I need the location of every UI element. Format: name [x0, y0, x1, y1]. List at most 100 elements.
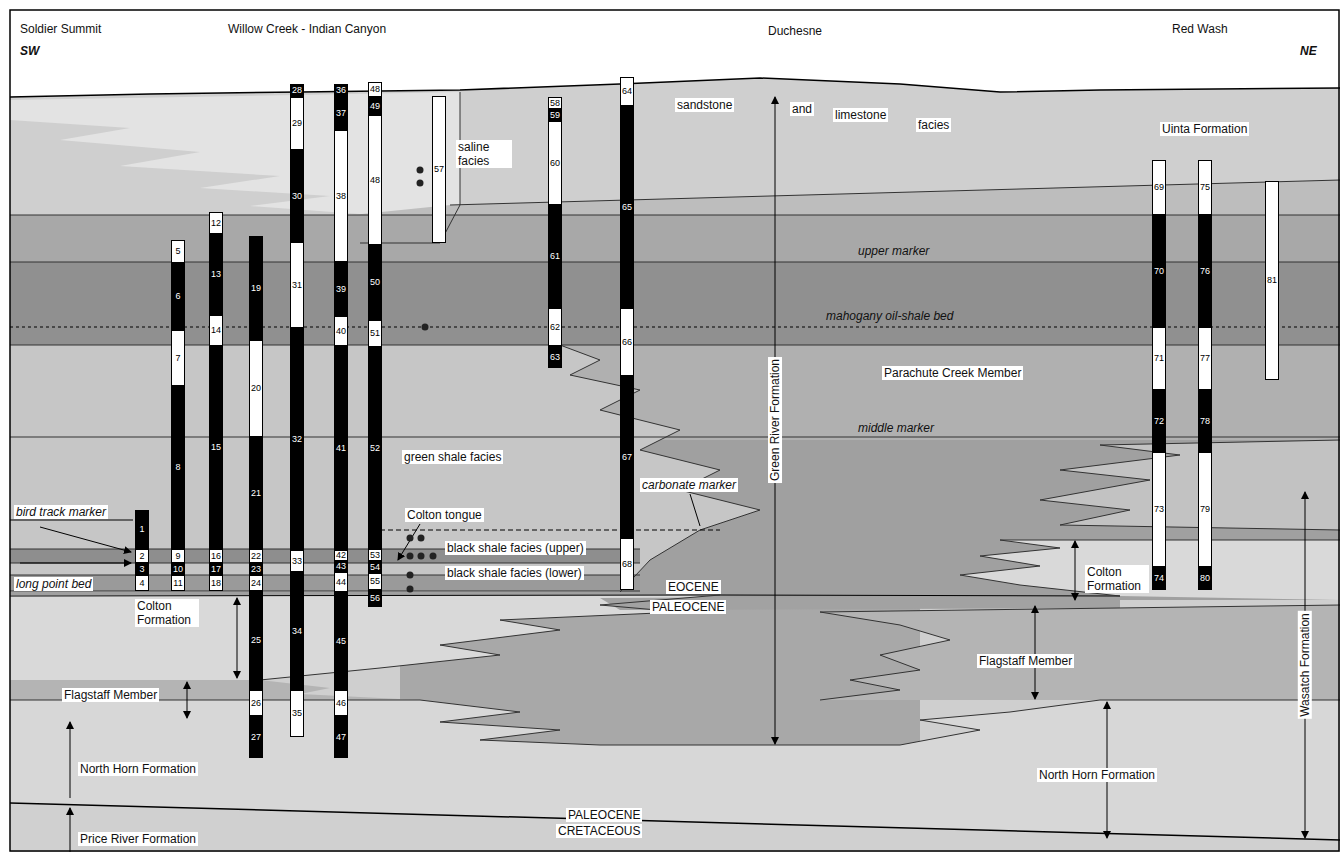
sample-number: 2 — [139, 552, 144, 561]
core-segment: 4 — [135, 575, 149, 591]
core-segment: 48 — [368, 82, 382, 97]
member-label: Parachute Creek Member — [882, 366, 1023, 380]
sample-dots — [417, 167, 424, 174]
core-segment: 32 — [290, 328, 304, 550]
core-segment: 1 — [135, 510, 149, 549]
sample-number: 28 — [292, 86, 302, 95]
sample-number: 71 — [1154, 354, 1164, 363]
sample-number: 80 — [1200, 574, 1210, 583]
core-segment: 2 — [135, 549, 149, 563]
core-segment: 14 — [209, 315, 223, 346]
core-segment: 27 — [249, 716, 263, 758]
sample-number: 81 — [1267, 276, 1277, 285]
contact-lines — [10, 563, 640, 564]
sample-number: 47 — [336, 733, 346, 742]
sample-number: 33 — [292, 557, 302, 566]
sample-number: 11 — [173, 579, 182, 588]
sample-dots — [417, 180, 424, 187]
facies-label: green shale facies — [402, 450, 503, 464]
core-segment: 55 — [368, 573, 382, 590]
marker-label: middle marker — [858, 421, 934, 435]
core-segment: 70 — [1152, 215, 1166, 327]
sample-number: 66 — [622, 338, 632, 347]
core-segment: 40 — [334, 316, 348, 346]
sample-dots — [430, 553, 437, 560]
sample-number: 58 — [550, 99, 560, 108]
sample-number: 48 — [370, 176, 380, 185]
core-segment: 3 — [135, 563, 149, 575]
formation-label: North Horn Formation — [78, 762, 198, 776]
marker-label: mahogany oil-shale bed — [826, 309, 953, 323]
sample-number: 69 — [1154, 183, 1164, 192]
core-segment: 50 — [368, 245, 382, 320]
range-arrows — [20, 97, 1305, 852]
sample-number: 4 — [139, 579, 144, 588]
contact-lines — [820, 605, 1340, 612]
epoch-label: CRETACEOUS — [556, 824, 642, 838]
member-label: Flagstaff Member — [977, 654, 1074, 668]
marker-label: carbonate marker — [640, 478, 738, 492]
sample-number: 3 — [139, 565, 144, 574]
core-segment: 68 — [620, 538, 634, 590]
core-segment: 74 — [1152, 567, 1166, 590]
place-name: Duchesne — [768, 24, 822, 38]
core-segment: 78 — [1198, 390, 1212, 452]
sample-number: 22 — [251, 552, 261, 561]
contact-lines — [10, 78, 1340, 840]
core-segment: 81 — [1265, 181, 1279, 380]
sample-number: 35 — [292, 709, 302, 718]
contact-lines — [10, 591, 640, 592]
core-segment: 43 — [334, 561, 348, 572]
core-segment: 47 — [334, 716, 348, 758]
facies-label: limestone — [833, 108, 888, 122]
range-arrows — [187, 682, 188, 718]
rock-bands — [10, 78, 1340, 852]
contact-lines — [10, 78, 1340, 97]
core-segment: 21 — [249, 437, 263, 549]
core-segment: 73 — [1152, 452, 1166, 567]
core-segment: 48 — [368, 115, 382, 245]
core-segment: 63 — [548, 346, 562, 368]
sample-number: 56 — [370, 594, 380, 603]
facies-label: saline facies — [456, 140, 512, 168]
formation-label: Green River Formation — [768, 357, 782, 483]
core-segment: 60 — [548, 121, 562, 205]
sample-dots — [407, 572, 414, 579]
sample-number: 57 — [434, 165, 444, 174]
sample-number: 78 — [1200, 417, 1210, 426]
range-arrows — [70, 722, 71, 798]
marker-label: bird track marker — [14, 505, 108, 519]
core-segment: 66 — [620, 308, 634, 376]
sample-number: 12 — [211, 219, 221, 228]
core-segment: 51 — [368, 320, 382, 347]
core-segment: 19 — [249, 236, 263, 340]
core-segment: 12 — [209, 212, 223, 234]
sample-number: 67 — [622, 453, 632, 462]
sample-number: 6 — [175, 292, 180, 301]
core-segment: 29 — [290, 97, 304, 150]
core-segment: 76 — [1198, 215, 1212, 327]
core-segment: 10 — [171, 563, 185, 575]
core-segment: 71 — [1152, 327, 1166, 390]
formation-label: North Horn Formation — [1037, 768, 1157, 782]
sample-number: 52 — [370, 444, 380, 453]
core-segment: 41 — [334, 346, 348, 550]
range-arrows — [70, 808, 71, 852]
formation-label: Wasatch Formation — [1298, 611, 1312, 719]
sample-dots — [418, 535, 425, 542]
sample-number: 60 — [550, 159, 560, 168]
core-segment: 17 — [209, 563, 223, 575]
direction-label: NE — [1300, 44, 1317, 58]
core-segment: 54 — [368, 561, 382, 573]
sample-number: 44 — [336, 578, 346, 587]
core-segment: 57 — [432, 96, 446, 243]
contact-lines — [10, 520, 133, 521]
core-segment: 24 — [249, 575, 263, 591]
core-segment: 77 — [1198, 327, 1212, 390]
core-segment: 28 — [290, 84, 304, 97]
core-segment: 72 — [1152, 390, 1166, 452]
core-segment: 36 — [334, 84, 348, 97]
contact-lines — [820, 612, 950, 700]
core-segment: 35 — [290, 690, 304, 737]
sample-number: 31 — [292, 281, 302, 290]
